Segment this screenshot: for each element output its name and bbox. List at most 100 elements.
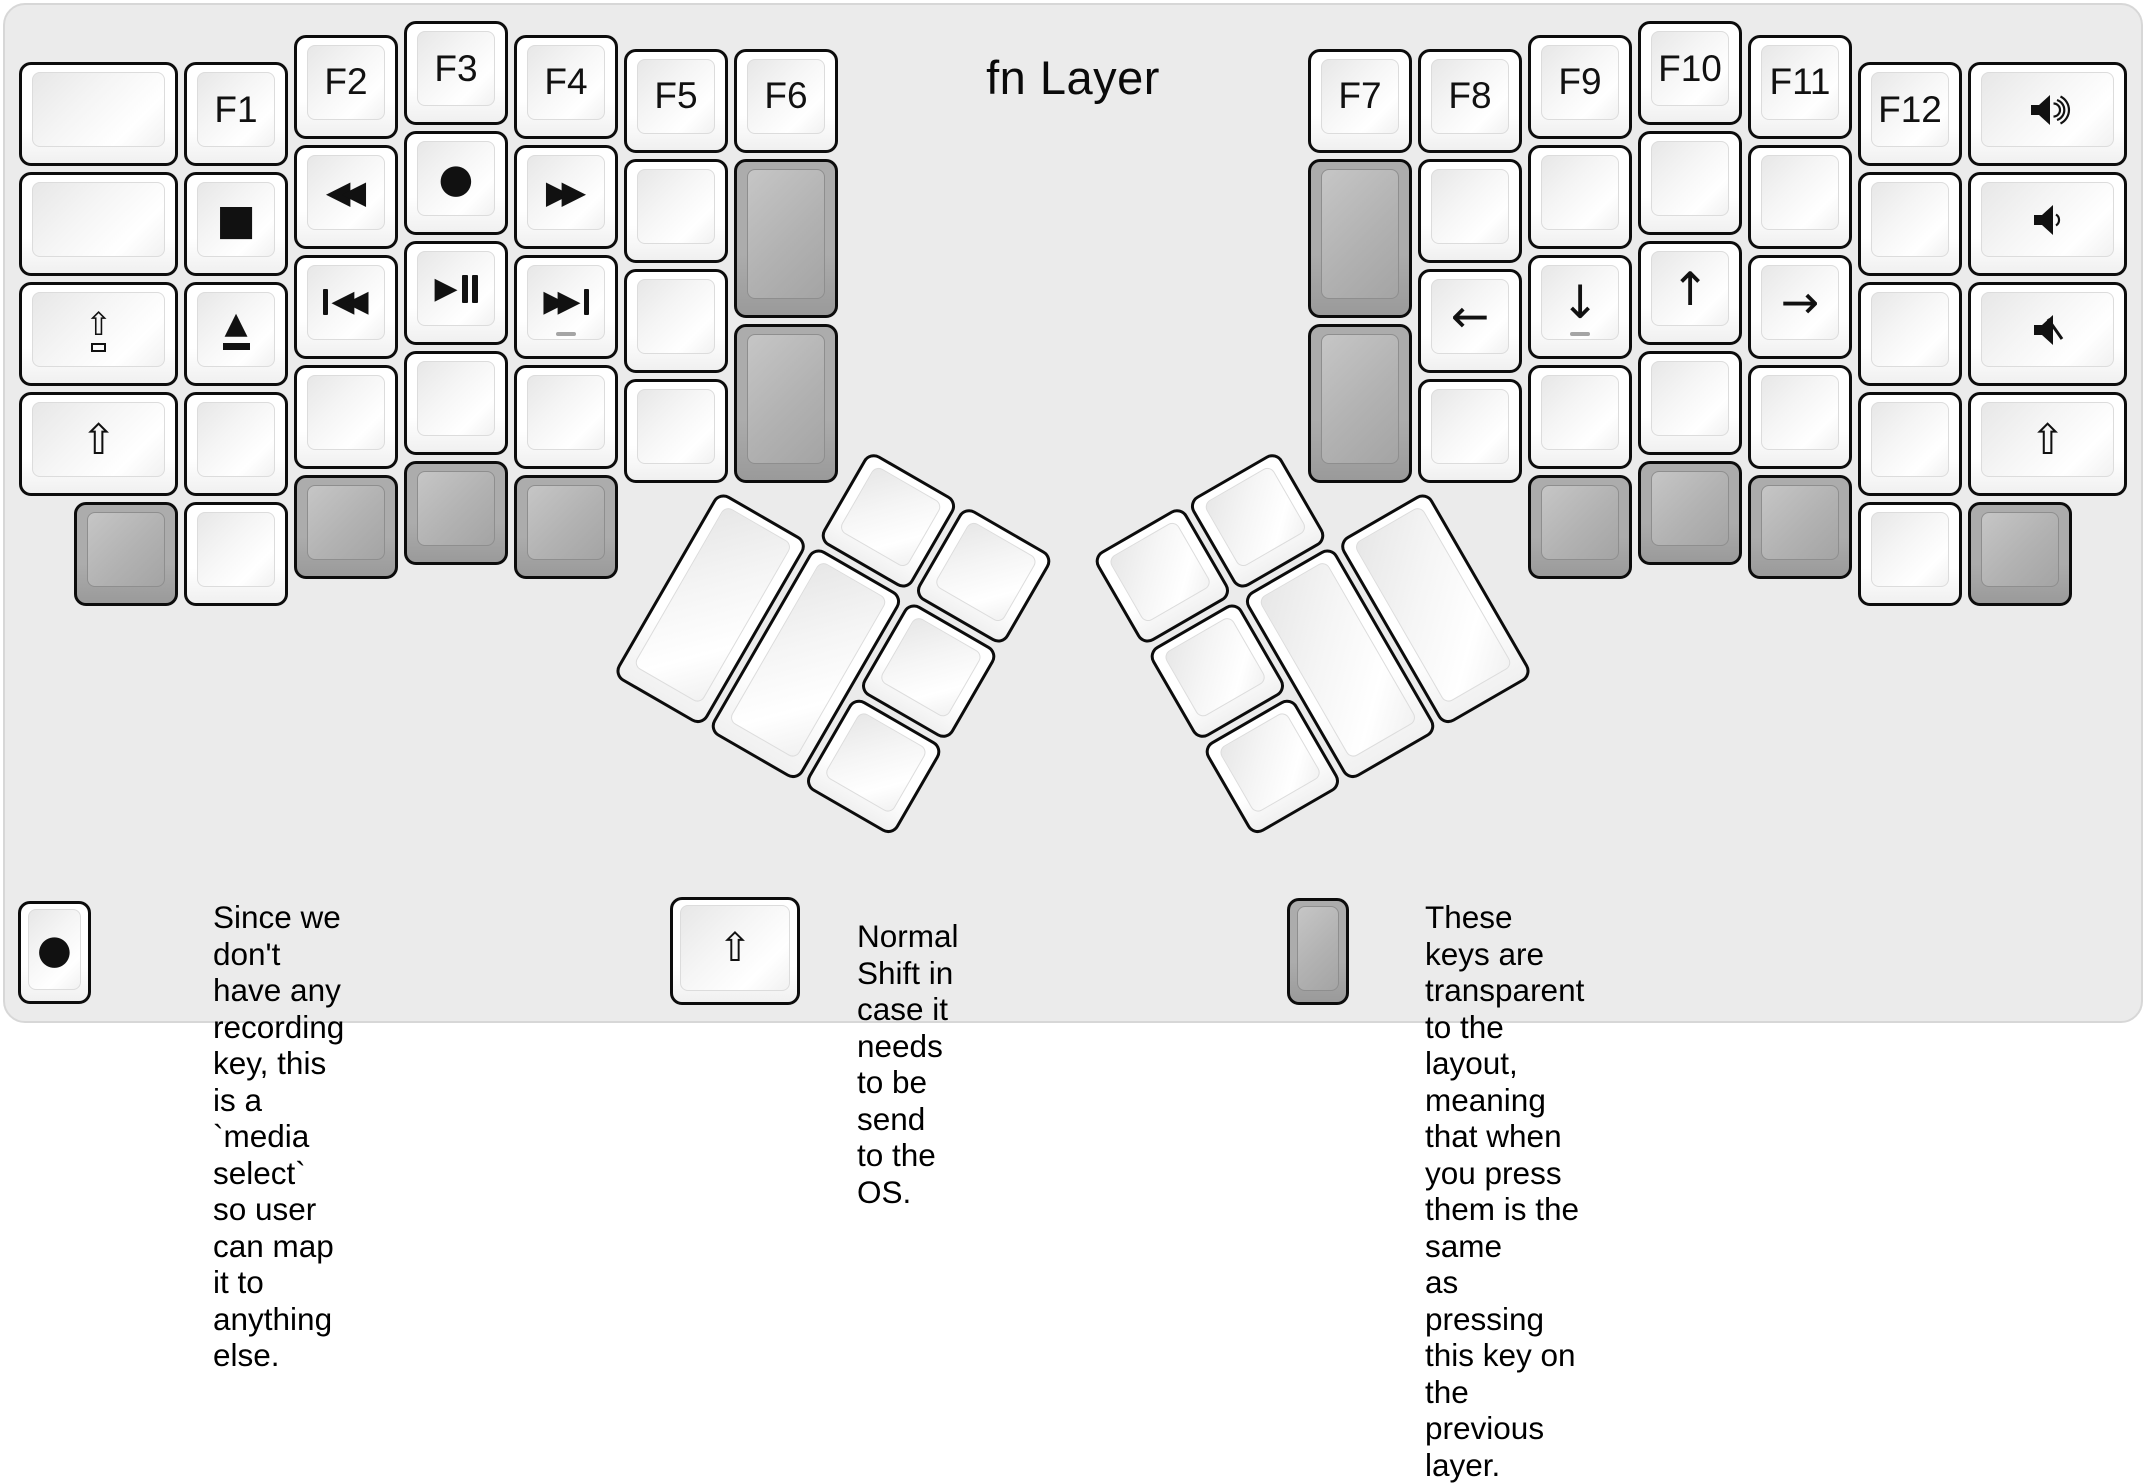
eject-icon: ▲ (222, 306, 250, 351)
keycap-top (1871, 182, 1949, 258)
keycap-top (197, 512, 275, 588)
key-f8: F8 (1418, 48, 1522, 153)
key-label: F10 (1658, 47, 1722, 89)
key-down: ↓ (1528, 254, 1632, 359)
keycap-top (637, 278, 715, 354)
keycap-top: ↑ (1651, 251, 1729, 326)
next-track-icon: ▶▶ (543, 284, 589, 320)
key-label: F2 (324, 61, 368, 103)
key-transparent (294, 474, 398, 579)
rewind-icon: ◀◀ (325, 173, 366, 212)
eject-triangle: ▲ (224, 306, 248, 342)
keycap-top (1761, 484, 1839, 560)
next-triangles: ▶▶ (543, 284, 580, 320)
key-blank (184, 392, 288, 497)
caps-lock-icon: ⇧ (85, 308, 112, 352)
keycap-top (197, 402, 275, 478)
key-transparent (404, 461, 508, 565)
keycap-top: ● (417, 141, 495, 216)
eject-bar (222, 343, 250, 351)
keycap-top (1431, 388, 1509, 464)
key-transparent (1748, 474, 1852, 579)
key-voldn (1968, 172, 2127, 277)
key-transparent (1308, 323, 1412, 483)
key-blank (1528, 364, 1632, 469)
keycap-top (1761, 374, 1839, 450)
keycap-top: ▲ (197, 292, 275, 368)
key-blank (1528, 144, 1632, 249)
keycap-top: ⇧ (32, 402, 165, 478)
play-triangle: ▶ (434, 270, 458, 306)
keycap-top (637, 168, 715, 244)
keycap-top: ■ (197, 182, 275, 258)
keycap-top (307, 374, 385, 450)
key-label: F11 (1769, 61, 1831, 103)
arrow-up-icon: ↑ (1670, 261, 1710, 316)
keycap-top (1981, 182, 2114, 258)
key-label: F8 (1448, 75, 1492, 116)
key-transparent (734, 158, 838, 318)
keycap-top (1871, 402, 1949, 478)
shift-icon: ⇧ (80, 414, 117, 464)
key-blank (1858, 392, 1962, 497)
key-label: F12 (1878, 88, 1942, 130)
key-transparent (74, 502, 178, 607)
keycap-top: F1 (197, 72, 275, 148)
key-shift-sample: ⇧ (670, 897, 800, 1005)
key-f9: F9 (1528, 34, 1632, 139)
keycap-top (1761, 154, 1839, 230)
keycap-top (747, 168, 825, 299)
keycap-top (1651, 361, 1729, 436)
key-f5: F5 (624, 48, 728, 153)
key-transparent (1638, 461, 1742, 565)
key-record-sample: ● (18, 901, 91, 1004)
keycap-top (637, 388, 715, 464)
shift-icon: ⇧ (2029, 414, 2066, 464)
keycap-top (32, 72, 165, 148)
key-f11: F11 (1748, 34, 1852, 139)
key-label: F1 (214, 88, 258, 130)
key-transparent (1308, 158, 1412, 318)
keycap-top: F5 (637, 58, 715, 134)
keycap-top: F8 (1431, 58, 1509, 134)
key-mute (1968, 282, 2127, 387)
fast-forward-icon: ▶▶ (545, 173, 586, 212)
keycap-top (1981, 292, 2114, 368)
keycap-top: ▶▶ (527, 154, 605, 230)
keycap-top (1321, 333, 1399, 464)
key-blank (1748, 364, 1852, 469)
keycap-top: F4 (527, 44, 605, 120)
key-label: F6 (764, 75, 808, 116)
volume-down-icon (2033, 204, 2060, 235)
volume-up-icon (2030, 94, 2070, 125)
key-blank (1638, 351, 1742, 455)
key-label: F9 (1558, 61, 1602, 103)
key-blank (1858, 502, 1962, 607)
keycap-top: ⇧ (32, 292, 165, 368)
keycap-top: ⇧ (1981, 402, 2114, 478)
track-bar (583, 289, 589, 316)
arrow-down-icon: ↓ (1560, 275, 1600, 330)
previous-track-icon: ◀◀ (323, 287, 369, 317)
key-transparent-sample (1287, 898, 1349, 1005)
key-blank (624, 268, 728, 373)
keycap-top (1981, 72, 2114, 148)
key-f10: F10 (1638, 21, 1742, 125)
key-blank (1418, 158, 1522, 263)
key-rewind: ◀◀ (294, 144, 398, 249)
keycap-top: F11 (1761, 44, 1839, 120)
page-title: fn Layer (986, 51, 1160, 104)
key-eject: ▲ (184, 282, 288, 387)
keycap-top (1651, 141, 1729, 216)
key-blank (624, 158, 728, 263)
keycap-top: → (1761, 264, 1839, 340)
keycap-top (1871, 292, 1949, 368)
key-blank (19, 62, 178, 167)
keycap-top (87, 512, 165, 588)
key-label: F7 (1338, 75, 1382, 116)
key-label: F4 (544, 61, 588, 103)
keycap-top (527, 484, 605, 560)
keycap-top (32, 182, 165, 258)
key-next: ▶▶ (514, 254, 618, 359)
keycap-top: ↓ (1541, 264, 1619, 340)
